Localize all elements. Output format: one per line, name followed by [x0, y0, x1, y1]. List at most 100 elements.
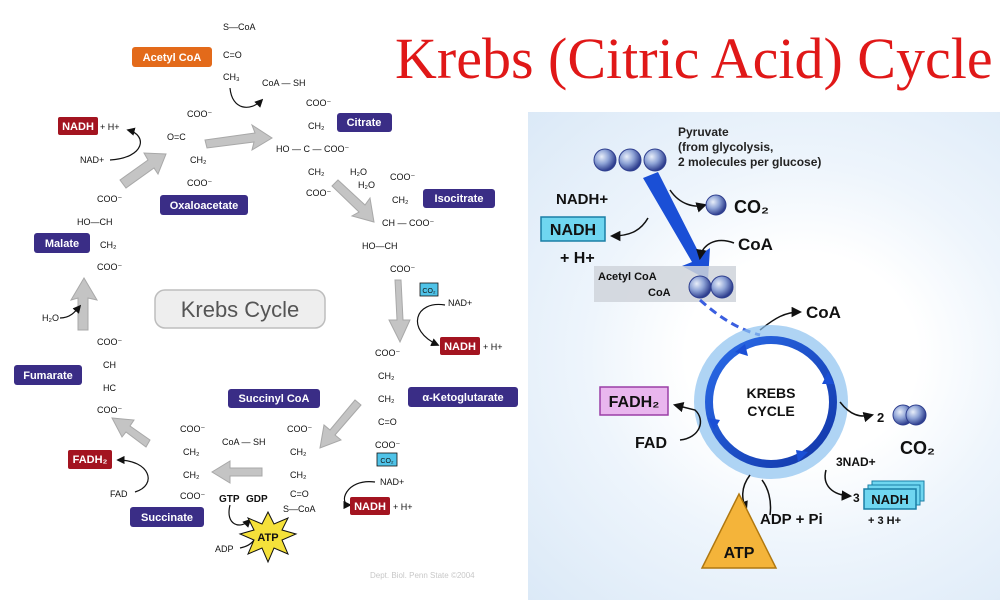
- akg-ch2-2: CH₂: [378, 394, 395, 404]
- acetyl-arrow: [229, 87, 264, 108]
- succ-coa-ch2-1: CH₂: [290, 447, 307, 457]
- mal-coo-1: COO⁻: [97, 194, 123, 204]
- co2-label-right: CO₂: [900, 438, 935, 458]
- nadh-plus-label: NADH+: [556, 191, 608, 208]
- page-title: Krebs (Citric Acid) Cycle: [395, 26, 993, 91]
- h2o-left: H₂O: [42, 313, 59, 323]
- citrate-box: [337, 113, 392, 132]
- nadh-label-2: NADH: [354, 501, 386, 513]
- three-h-plus: + 3 H+: [868, 515, 901, 527]
- coa-sh-bottom: CoA — SH: [222, 437, 266, 447]
- acetyl-s-coa: S—CoA: [223, 22, 256, 32]
- isocitrate-box: [423, 189, 495, 208]
- nadh-stack-label: NADH: [871, 492, 909, 507]
- akg-coo-1: COO⁻: [375, 348, 401, 358]
- nadh-box-1: [440, 337, 480, 355]
- a-ketoglutarate-box: [408, 387, 518, 407]
- acetyl-ball-1: [688, 275, 712, 299]
- nadh-arrow-right: [609, 217, 649, 242]
- co2-ball-top: [705, 194, 727, 216]
- succ-ch2-1: CH₂: [183, 447, 200, 457]
- fad-arrow-left: [116, 455, 149, 493]
- succinyl-coa-box: [228, 389, 320, 408]
- nadh-label-right: NADH: [550, 222, 596, 239]
- fum-coo-1: COO⁻: [97, 337, 123, 347]
- co2-count: 2: [877, 410, 884, 425]
- nad-plus-left: NAD+: [80, 155, 104, 165]
- co2-arrow-right: [839, 401, 875, 423]
- oxa-ch2: CH₂: [190, 155, 207, 165]
- h-plus-1: + H+: [483, 342, 503, 352]
- h2o-1: H₂O: [350, 167, 367, 177]
- fum-coo-2: COO⁻: [97, 405, 123, 415]
- h-plus-right: + H+: [560, 250, 595, 267]
- coa-label-in: CoA: [738, 235, 773, 254]
- krebs-cycle-center-box: [154, 289, 326, 329]
- ring-arrowhead-3: [796, 450, 808, 462]
- acetyl-ch3: CH₃: [223, 72, 240, 82]
- three-nad-label: 3NAD+: [836, 455, 876, 469]
- pyruvate-ball-3: [643, 148, 667, 172]
- fadh2-label-left: FADH₂: [73, 454, 108, 466]
- succ-coa-coo: COO⁻: [287, 424, 313, 434]
- nadh-stack-1: [863, 488, 917, 510]
- oxa-o-c: O=C: [167, 132, 186, 142]
- nad-arrow-3: [109, 127, 141, 161]
- grey-cycle-arrows: [69, 123, 411, 484]
- co2-label-top: CO₂: [734, 197, 769, 217]
- pyruvate-ball-1: [593, 148, 617, 172]
- adp-pi-label: ADP + Pi: [760, 511, 823, 528]
- fum-ch: CH: [103, 360, 116, 370]
- akg-coo-2: COO⁻: [375, 440, 401, 450]
- acetyl-coa-label: Acetyl CoA: [143, 52, 202, 64]
- oxa-coo-2: COO⁻: [187, 178, 213, 188]
- acetyl-ball-2: [710, 275, 734, 299]
- acetyl-c-o: C=O: [223, 50, 242, 60]
- iso-ho-ch: HO—CH: [362, 241, 398, 251]
- isocitrate-label: Isocitrate: [435, 193, 484, 205]
- adp-label-left: ADP: [215, 544, 234, 554]
- fumarate-box: [14, 365, 82, 385]
- co2-label-2: CO₂: [380, 458, 394, 465]
- nad-arrow-right: [824, 469, 853, 501]
- pyruvate-note-2: 2 molecules per glucose): [678, 155, 821, 169]
- iso-coo-2: COO⁻: [390, 264, 416, 274]
- citrate-ho-c: HO — C — COO⁻: [276, 144, 350, 154]
- citrate-coo-1: COO⁻: [306, 98, 332, 108]
- atp-starburst: [238, 510, 298, 564]
- krebs-cycle-center-label: Krebs Cycle: [181, 297, 300, 322]
- pyruvate-ball-2: [618, 148, 642, 172]
- acetyl-coa-label-right: Acetyl CoA: [598, 271, 657, 283]
- co2-ball-right-2: [905, 404, 927, 426]
- co2-box-2: [376, 452, 398, 467]
- succinate-box: [130, 507, 204, 527]
- nad-plus-right-1: NAD+: [448, 298, 472, 308]
- fad-label-right: FAD: [635, 435, 667, 452]
- krebs-cycle-label-1: KREBS: [746, 385, 795, 401]
- nad-arrow-2: [343, 481, 376, 510]
- succinate-label: Succinate: [141, 512, 193, 524]
- atp-label-right: ATP: [724, 545, 755, 562]
- citrate-coo-2: COO⁻: [306, 188, 332, 198]
- pyruvate-label: Pyruvate: [678, 125, 729, 139]
- oxa-coo-1: COO⁻: [187, 109, 213, 119]
- succ-coo-2: COO⁻: [180, 491, 206, 501]
- krebs-ring: [705, 336, 837, 468]
- citrate-ch2-2: CH₂: [308, 167, 325, 177]
- h-plus-3: + H+: [100, 122, 120, 132]
- krebs-cycle-label-2: CYCLE: [747, 403, 794, 419]
- citrate-ch2-1: CH₂: [308, 121, 325, 131]
- fadh2-box-right: [599, 386, 669, 416]
- fadh2-box-left: [68, 450, 112, 469]
- co2-label-1: CO₂: [422, 288, 436, 295]
- oxaloacetate-box: [160, 195, 248, 215]
- iso-ch2: CH₂: [392, 195, 409, 205]
- nadh-label-1: NADH: [444, 341, 476, 353]
- ring-arrowhead-2: [822, 372, 834, 384]
- succ-coa-s-coa: S—CoA: [283, 504, 316, 514]
- pyruvate-note-1: (from glycolysis,: [678, 140, 773, 154]
- succ-ch2-2: CH₂: [183, 470, 200, 480]
- iso-ch-coo: CH — COO⁻: [382, 218, 435, 228]
- atp-triangle: [700, 492, 778, 569]
